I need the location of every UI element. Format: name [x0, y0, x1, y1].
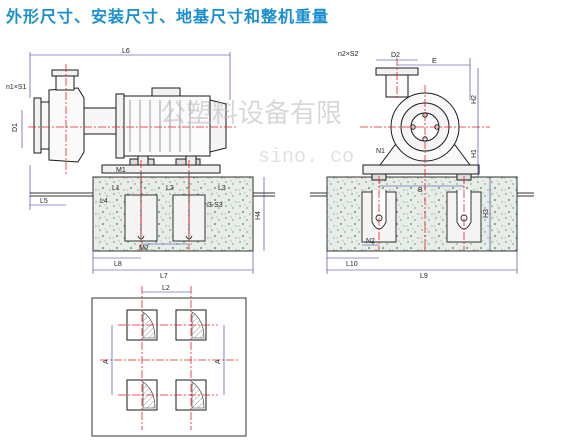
- suction-flange: [33, 97, 42, 154]
- label-B: B: [418, 187, 423, 194]
- label-plan-L2: L2: [162, 285, 170, 292]
- pump-casing: [48, 87, 85, 163]
- front-view: [310, 58, 534, 274]
- label-L7: L7: [160, 273, 168, 280]
- front-baseplate: [362, 164, 480, 175]
- baseplate: [101, 164, 221, 174]
- label-H4: H4: [255, 211, 262, 220]
- discharge-flange: [51, 69, 79, 77]
- side-view: [21, 52, 275, 274]
- label-D1: D1: [12, 123, 19, 132]
- label-n1xS1: n1×S1: [6, 84, 27, 91]
- label-plan-A-left: A: [103, 359, 110, 364]
- label-N2: N2: [366, 238, 375, 245]
- motor-body: [123, 95, 211, 157]
- label-L3: L3: [218, 185, 226, 192]
- front-foundation-block: [326, 176, 518, 252]
- watermark-en: sino. co: [258, 146, 354, 169]
- label-L9: L9: [420, 273, 428, 280]
- label-N1: N1: [376, 148, 385, 155]
- label-n2xS2: n2×S2: [338, 51, 359, 58]
- label-L1: L1: [112, 185, 120, 192]
- label-H2: H2: [471, 95, 478, 104]
- label-L10: L10: [346, 261, 358, 268]
- page-title: 外形尺寸、安装尺寸、地基尺寸和整机重量: [6, 7, 330, 26]
- label-L8: L8: [114, 261, 122, 268]
- label-H1: H1: [471, 149, 478, 158]
- plan-view: [91, 286, 247, 437]
- label-M1: M1: [116, 167, 126, 174]
- plan-foundation-outline: [91, 297, 247, 437]
- label-D2: D2: [391, 52, 400, 59]
- label-M2: M2: [139, 245, 149, 252]
- label-plan-A-right: A: [215, 359, 222, 364]
- label-E: E: [432, 58, 437, 65]
- label-H3: H3: [483, 209, 490, 218]
- label-L2: L2: [166, 185, 174, 192]
- label-L6: L6: [122, 48, 130, 55]
- label-n3S3: n3-S3: [204, 202, 223, 209]
- watermark-cn: 公塑料设备有限: [160, 99, 342, 129]
- label-L4: L4: [100, 198, 108, 205]
- label-L5: L5: [40, 198, 48, 205]
